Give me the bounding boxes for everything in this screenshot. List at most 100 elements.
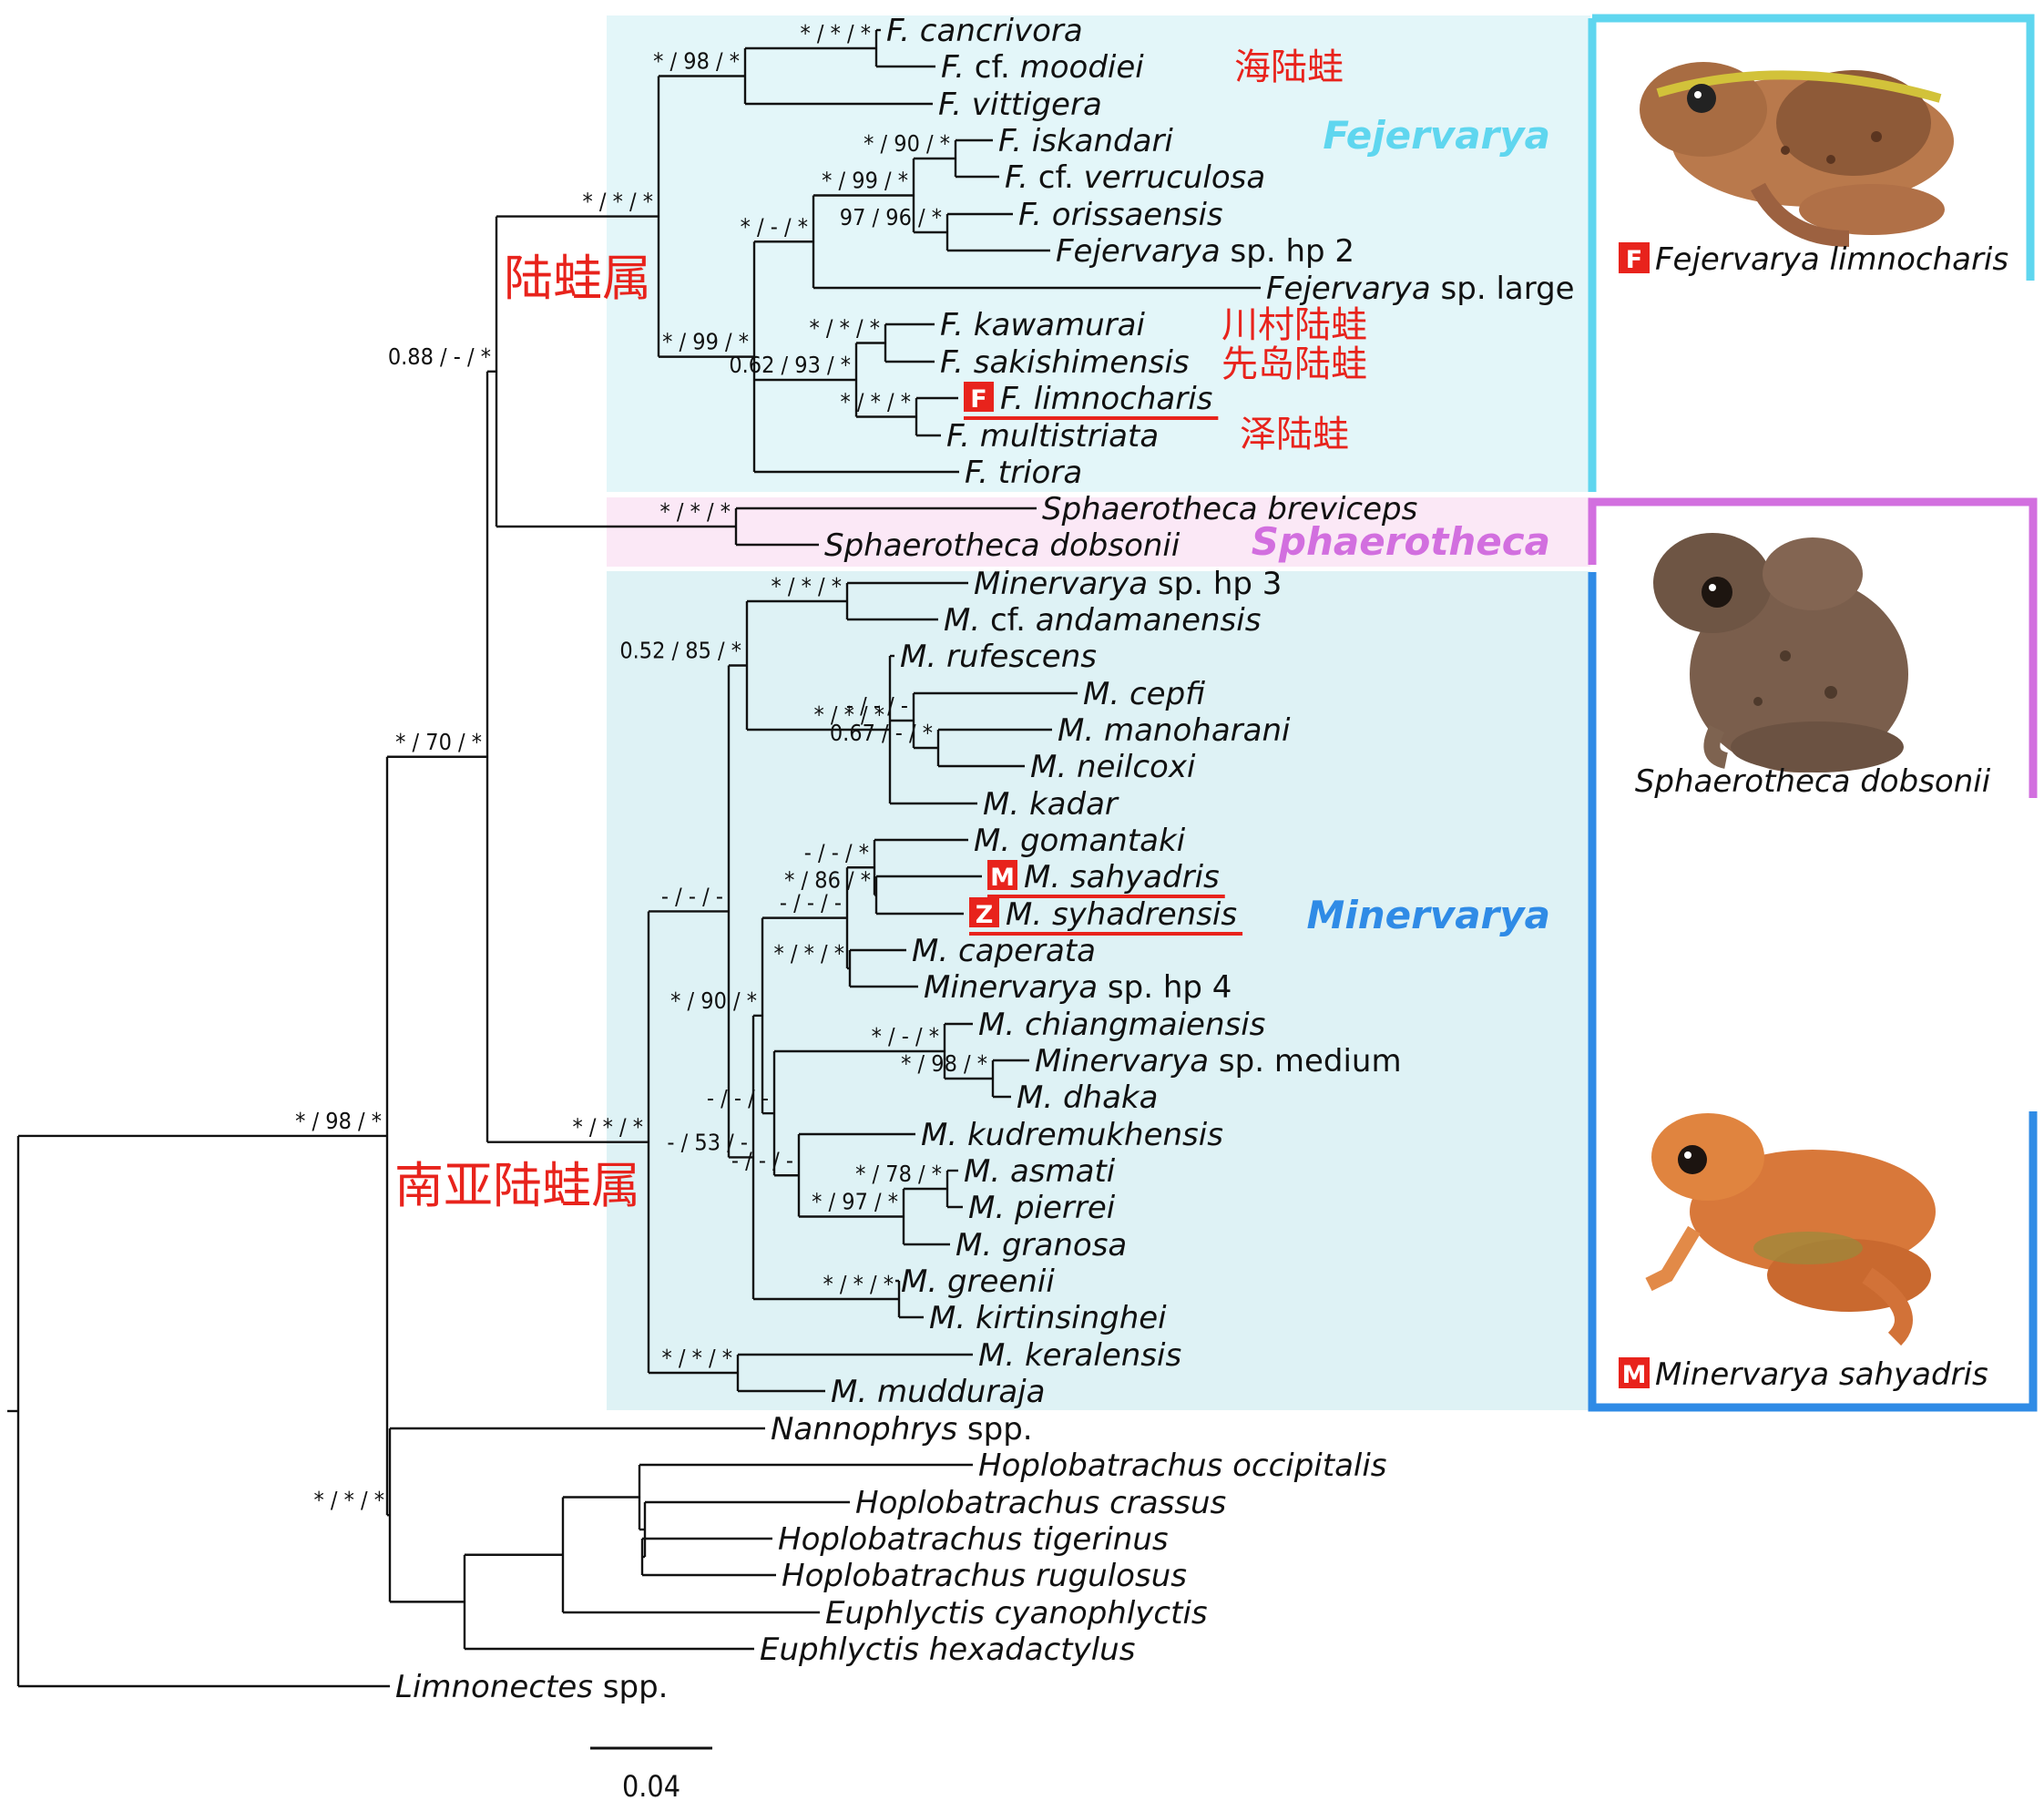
support-value: * / * / * bbox=[810, 315, 880, 342]
tip-label: Fejervarya sp. large bbox=[1266, 271, 1575, 307]
support-value: * / * / * bbox=[573, 1114, 643, 1141]
minervarya-clade-bg bbox=[607, 571, 1590, 1410]
tip-label: F. sakishimensis bbox=[940, 344, 1190, 381]
tip-label: F. limnocharis bbox=[1000, 381, 1212, 417]
tip-label: Hoplobatrachus tigerinus bbox=[778, 1521, 1169, 1558]
tip-label: M. neilcoxi bbox=[1030, 749, 1196, 785]
support-value: - / 53 / - bbox=[667, 1129, 748, 1155]
multistriata-chinese: 泽陆蛙 bbox=[1240, 414, 1349, 455]
support-value: * / 70 / * bbox=[395, 729, 482, 755]
photo-fejervarya-limnocharis bbox=[1640, 62, 1954, 247]
support-value: * / 97 / * bbox=[812, 1189, 898, 1215]
tip-label: Sphaerotheca breviceps bbox=[1042, 491, 1417, 527]
support-value: * / 98 / * bbox=[901, 1050, 987, 1077]
tip-badge-letter: F bbox=[970, 385, 986, 414]
tip-label: M. manoharani bbox=[1058, 712, 1291, 749]
support-value: * / * / * bbox=[801, 20, 871, 46]
photo-sphaerotheca-dobsonii bbox=[1653, 533, 1908, 772]
photo1-badge-letter: F bbox=[1626, 246, 1642, 274]
tip-label: M. asmati bbox=[964, 1153, 1116, 1190]
support-value: * / - / * bbox=[872, 1023, 939, 1049]
support-value: * / 86 / * bbox=[784, 867, 871, 894]
tip-label: F. orissaensis bbox=[1018, 197, 1223, 233]
tip-label: Hoplobatrachus occipitalis bbox=[978, 1448, 1387, 1484]
tip-label: F. triora bbox=[965, 455, 1082, 491]
photo3-badge-letter: M bbox=[1622, 1361, 1647, 1389]
sphaerotheca-bracket bbox=[1588, 497, 2038, 798]
support-value: - / - / - bbox=[661, 883, 723, 909]
tree-branches bbox=[7, 28, 1261, 1688]
support-value: 0.62 / 93 / * bbox=[729, 352, 851, 378]
support-value: 97 / 96 / * bbox=[840, 204, 942, 230]
support-value: 0.67 / - / * bbox=[830, 720, 933, 746]
support-value: * / * / * bbox=[660, 498, 731, 525]
support-value: * / 90 / * bbox=[864, 130, 950, 157]
minervarya-bracket bbox=[1588, 572, 2038, 1412]
fejervarya-clade-bg bbox=[607, 15, 1590, 492]
tip-label: Hoplobatrachus crassus bbox=[855, 1485, 1226, 1521]
tip-label: F. cf. moodiei bbox=[941, 49, 1144, 86]
tip-label: M. chiangmaiensis bbox=[978, 1007, 1265, 1043]
support-value: * / 98 / * bbox=[295, 1108, 382, 1134]
tip-label: Minervarya sp. medium bbox=[1035, 1043, 1402, 1079]
sphaerotheca-label: Sphaerotheca bbox=[1252, 519, 1550, 564]
tip-badge bbox=[964, 382, 994, 412]
support-value: * / 78 / * bbox=[855, 1161, 942, 1187]
scale-label: 0.04 bbox=[622, 1769, 680, 1804]
tip-label: F. kawamurai bbox=[940, 307, 1145, 343]
support-value: 0.88 / - / * bbox=[388, 343, 491, 370]
minervarya-label: Minervarya bbox=[1307, 893, 1550, 937]
tip-label: M. syhadrensis bbox=[1006, 896, 1237, 933]
tip-label: M. caperata bbox=[912, 933, 1096, 969]
photo1-caption: Fejervarya limnocharis bbox=[1655, 241, 2008, 278]
tip-label: Nannophrys spp. bbox=[771, 1411, 1033, 1448]
fejervarya-bracket bbox=[1592, 14, 2035, 281]
support-value: * / * / * bbox=[774, 940, 844, 967]
tip-badge-letter: Z bbox=[976, 901, 994, 929]
support-value: * / * / * bbox=[823, 1271, 894, 1297]
tip-label: M. granosa bbox=[956, 1227, 1127, 1264]
tip-label: M. pierrei bbox=[968, 1190, 1116, 1226]
tip-label: M. gomantaki bbox=[974, 823, 1186, 859]
photo1-badge bbox=[1619, 242, 1650, 273]
support-value: 0.52 / 85 / * bbox=[619, 638, 741, 664]
tip-label: Fejervarya sp. hp 2 bbox=[1056, 233, 1354, 270]
support-value: * / 99 / * bbox=[822, 168, 908, 194]
support-value: * / * / * bbox=[814, 701, 884, 728]
tip-label: M. dhaka bbox=[1017, 1079, 1158, 1116]
support-value: * / * / * bbox=[841, 389, 911, 415]
minervarya-genus-chinese: 南亚陆蛙属 bbox=[394, 1157, 640, 1214]
photo2-caption: Sphaerotheca dobsonii bbox=[1635, 763, 1991, 800]
support-value: - / - / - bbox=[731, 1147, 793, 1173]
support-value: * / 90 / * bbox=[670, 987, 757, 1014]
support-value: - / - / - bbox=[780, 890, 842, 916]
tip-label: Sphaerotheca dobsonii bbox=[824, 527, 1180, 564]
fejervarya-genus-chinese: 陆蛙属 bbox=[504, 250, 651, 307]
support-value: - / - / - bbox=[707, 1085, 769, 1111]
kawamurai-chinese: 川村陆蛙 bbox=[1221, 304, 1367, 346]
fejervarya-label: Fejervarya bbox=[1323, 113, 1550, 158]
support-value: * / 98 / * bbox=[653, 48, 740, 75]
tip-label: M. kudremukhensis bbox=[921, 1117, 1223, 1153]
support-value: * / * / * bbox=[314, 1487, 384, 1513]
tip-label: F. iskandari bbox=[998, 123, 1173, 159]
support-value: - / - / * bbox=[804, 839, 869, 865]
tip-badge bbox=[987, 860, 1017, 890]
support-value: * / - / * bbox=[741, 213, 808, 240]
tip-label: M. greenii bbox=[901, 1264, 1055, 1300]
tip-label: M. mudduraja bbox=[831, 1374, 1045, 1410]
node-supports: * / * / * * / 98 / * * / 90 / * 97 / 96 / *… bbox=[295, 20, 987, 1513]
tip-label: F. cf. verruculosa bbox=[1005, 159, 1265, 196]
support-value: * / * / * bbox=[662, 1345, 732, 1371]
tip-label: Euphlyctis cyanophlyctis bbox=[825, 1595, 1208, 1632]
tip-label: M. rufescens bbox=[900, 639, 1097, 675]
tip-label: F. multistriata bbox=[946, 418, 1159, 455]
tip-label: M. sahyadris bbox=[1024, 859, 1220, 895]
tip-label: Euphlyctis hexadactylus bbox=[760, 1632, 1135, 1668]
support-value: - / - / - bbox=[846, 692, 908, 719]
sakishimensis-chinese: 先岛陆蛙 bbox=[1221, 343, 1367, 385]
tip-label: Limnonectes spp. bbox=[395, 1669, 668, 1705]
